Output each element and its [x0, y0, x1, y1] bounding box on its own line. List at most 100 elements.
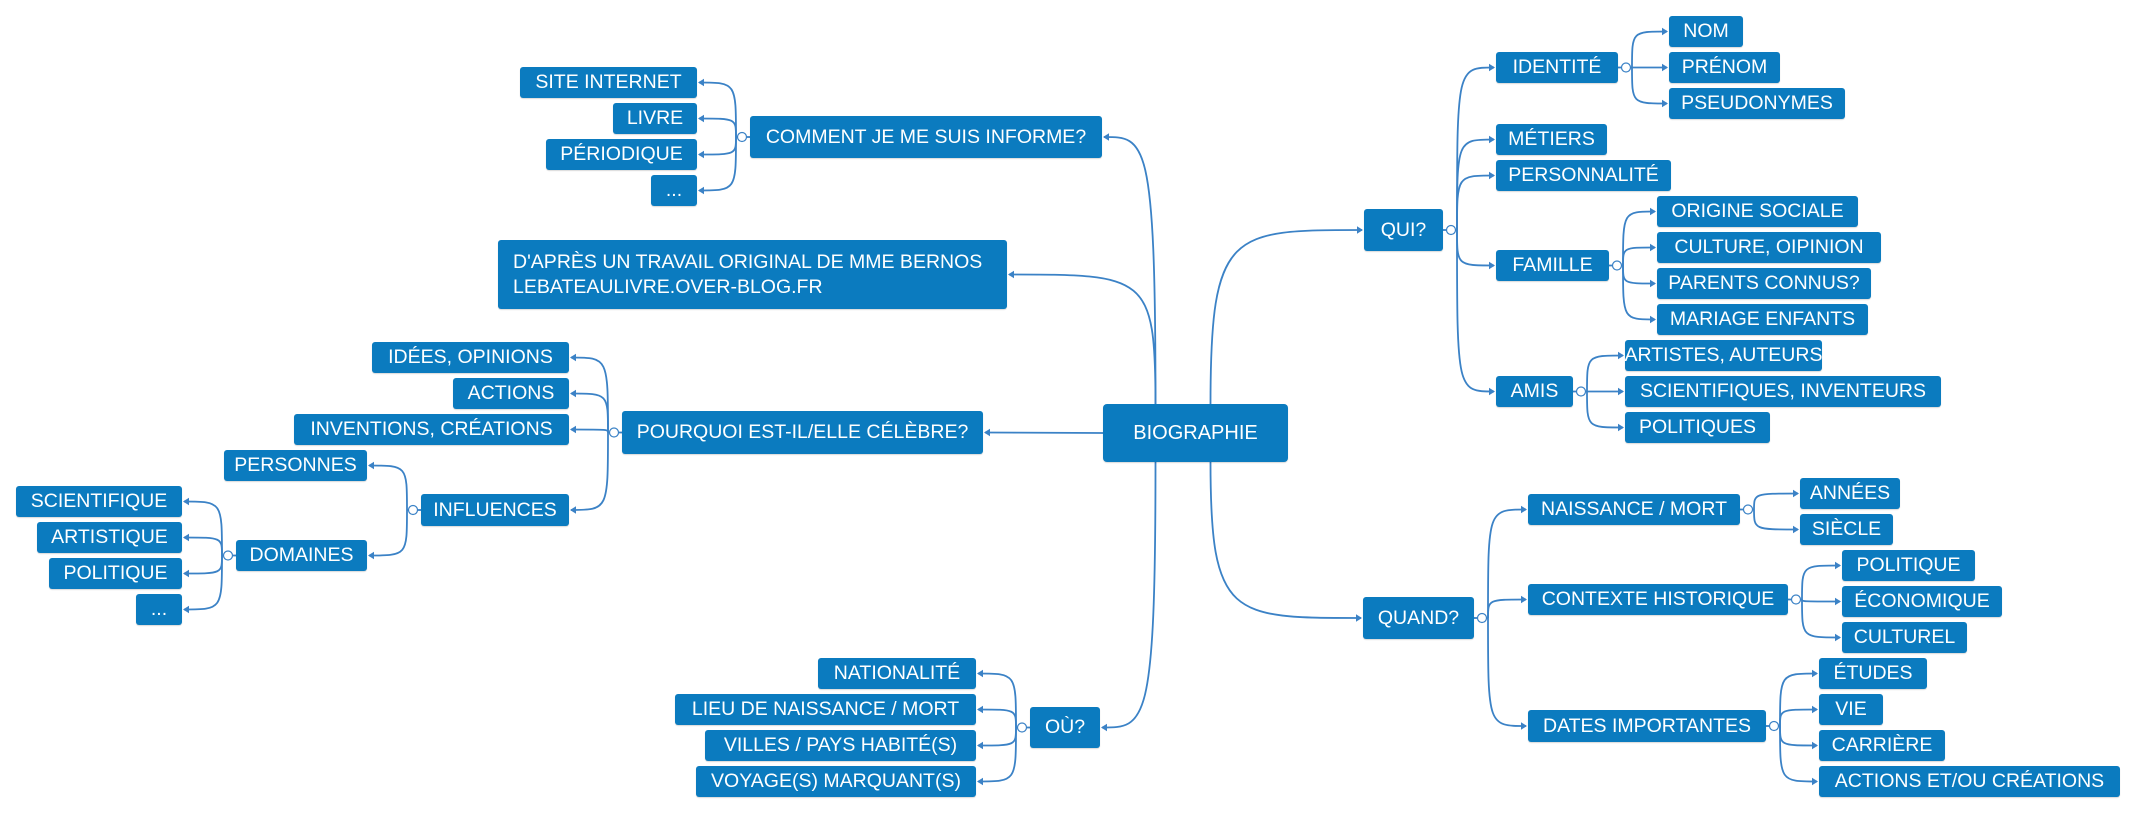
subtopic-villes-pays[interactable]: VILLES / PAYS HABITÉ(S)	[705, 730, 976, 761]
arrow-head	[183, 497, 189, 506]
subtopic-domaines[interactable]: DOMAINES	[236, 540, 367, 571]
subtopic-periodique[interactable]: PÉRIODIQUE	[546, 139, 697, 170]
topic-qui[interactable]: QUI?	[1364, 209, 1443, 251]
arrow-head	[183, 569, 189, 578]
collapse-toggle-icon[interactable]	[608, 427, 620, 438]
collapse-toggle-icon[interactable]	[1575, 386, 1587, 397]
subtopic-artistique[interactable]: ARTISTIQUE	[37, 522, 182, 553]
connector-line	[1779, 672, 1818, 727]
arrow-head	[1812, 741, 1818, 750]
subtopic-contexte-economique[interactable]: ÉCONOMIQUE	[1842, 586, 2002, 617]
arrow-head	[1618, 387, 1624, 396]
subtopic-contexte-historique[interactable]: CONTEXTE HISTORIQUE	[1528, 584, 1788, 615]
arrow-head	[984, 428, 990, 437]
subtopic-metiers[interactable]: MÉTIERS	[1496, 124, 1607, 155]
subtopic-domaines-etc[interactable]: ...	[136, 594, 182, 625]
arrow-head	[1793, 525, 1799, 534]
subtopic-etudes[interactable]: ÉTUDES	[1819, 658, 1927, 689]
connector-line	[1622, 210, 1656, 266]
subtopic-politiques[interactable]: POLITIQUES	[1625, 412, 1770, 443]
subtopic-famille[interactable]: FAMILLE	[1496, 250, 1609, 281]
collapse-toggle-icon[interactable]	[1742, 504, 1754, 515]
connector-line	[698, 81, 737, 138]
connector-line	[183, 555, 223, 611]
connector-line	[1487, 508, 1527, 619]
connector-line	[183, 500, 223, 556]
connector-line	[1209, 461, 1362, 619]
root-topic[interactable]: BIOGRAPHIE	[1103, 404, 1288, 462]
arrow-head	[1521, 595, 1527, 604]
subtopic-annees[interactable]: ANNÉES	[1800, 478, 1900, 509]
collapse-toggle-icon[interactable]	[1611, 260, 1623, 271]
connector-line	[1631, 30, 1668, 68]
arrow-head	[570, 353, 576, 362]
arrow-head	[698, 150, 704, 159]
collapse-toggle-icon[interactable]	[222, 550, 234, 561]
subtopic-artistes-auteurs[interactable]: ARTISTES, AUTEURS	[1625, 340, 1822, 371]
subtopic-mariage-enfants[interactable]: MARIAGE ENFANTS	[1657, 304, 1868, 335]
subtopic-scientifiques-inventeurs[interactable]: SCIENTIFIQUES, INVENTEURS	[1625, 376, 1941, 407]
arrow-head	[977, 741, 983, 750]
connector-line	[570, 428, 609, 433]
arrow-head	[1650, 279, 1656, 288]
connector-line	[1801, 599, 1841, 639]
subtopic-actions[interactable]: ACTIONS	[453, 378, 569, 409]
collapse-toggle-icon[interactable]	[1790, 594, 1802, 605]
subtopic-nationalite[interactable]: NATIONALITÉ	[818, 658, 976, 689]
subtopic-origine-sociale[interactable]: ORIGINE SOCIALE	[1657, 196, 1858, 227]
connector-line	[1631, 67, 1668, 105]
connector-line	[1622, 265, 1656, 321]
subtopic-amis[interactable]: AMIS	[1496, 376, 1573, 407]
arrow-head	[1662, 63, 1668, 72]
subtopic-idees-opinions[interactable]: IDÉES, OPINIONS	[372, 342, 569, 373]
subtopic-livre[interactable]: LIVRE	[613, 103, 697, 134]
subtopic-siecle[interactable]: SIÈCLE	[1800, 514, 1893, 545]
collapse-toggle-icon[interactable]	[736, 131, 748, 143]
connector-line	[1487, 598, 1527, 619]
subtopic-scientifique[interactable]: SCIENTIFIQUE	[16, 486, 182, 517]
arrow-head	[1812, 777, 1818, 786]
subtopic-carriere[interactable]: CARRIÈRE	[1819, 730, 1945, 761]
subtopic-dates-importantes[interactable]: DATES IMPORTANTES	[1528, 710, 1766, 742]
subtopic-politique[interactable]: POLITIQUE	[49, 558, 182, 589]
arrow-head	[1356, 614, 1362, 622]
topic-comment[interactable]: COMMENT JE ME SUIS INFORME?	[750, 116, 1102, 158]
connector-line	[1456, 229, 1495, 267]
topic-pourquoi[interactable]: POURQUOI EST-IL/ELLE CÉLÈBRE?	[622, 411, 983, 454]
subtopic-parents-connus[interactable]: PARENTS CONNUS?	[1657, 268, 1871, 299]
subtopic-personnalite[interactable]: PERSONNALITÉ	[1496, 160, 1671, 191]
subtopic-actions-creations[interactable]: ACTIONS ET/OU CRÉATIONS	[1819, 766, 2120, 797]
collapse-toggle-icon[interactable]	[1768, 720, 1780, 732]
topic-quand[interactable]: QUAND?	[1363, 597, 1474, 639]
collapse-toggle-icon[interactable]	[1016, 722, 1028, 733]
subtopic-lieu-naissance-mort[interactable]: LIEU DE NAISSANCE / MORT	[675, 694, 976, 725]
subtopic-culture-opinion[interactable]: CULTURE, OIPINION	[1657, 232, 1881, 263]
subtopic-etc[interactable]: ...	[651, 175, 697, 206]
connector-line	[1008, 273, 1157, 405]
connector-line	[183, 536, 223, 556]
connector-line	[570, 356, 609, 433]
subtopic-inventions-creations[interactable]: INVENTIONS, CRÉATIONS	[294, 414, 569, 445]
collapse-toggle-icon[interactable]	[1445, 224, 1457, 236]
subtopic-identite[interactable]: IDENTITÉ	[1496, 52, 1618, 83]
collapse-toggle-icon[interactable]	[1476, 612, 1488, 624]
subtopic-contexte-politique[interactable]: POLITIQUE	[1842, 550, 1975, 581]
subtopic-naissance-mort[interactable]: NAISSANCE / MORT	[1528, 494, 1740, 525]
subtopic-pseudonymes[interactable]: PSEUDONYMES	[1669, 88, 1845, 119]
subtopic-site-internet[interactable]: SITE INTERNET	[520, 67, 697, 98]
arrow-head	[1650, 207, 1656, 216]
collapse-toggle-icon[interactable]	[1620, 62, 1632, 73]
subtopic-contexte-culturel[interactable]: CULTUREL	[1842, 622, 1967, 653]
floating-note[interactable]: D'APRÈS UN TRAVAIL ORIGINAL DE MME BERNO…	[498, 240, 1007, 309]
connector-line	[1779, 725, 1818, 747]
connector-line	[1586, 354, 1624, 392]
subtopic-influences[interactable]: INFLUENCES	[421, 494, 569, 526]
subtopic-prenom[interactable]: PRÉNOM	[1669, 52, 1780, 83]
topic-ou[interactable]: OÙ?	[1030, 707, 1100, 748]
collapse-toggle-icon[interactable]	[407, 504, 419, 516]
arrow-head	[570, 389, 576, 398]
subtopic-vie[interactable]: VIE	[1819, 694, 1883, 725]
subtopic-nom[interactable]: NOM	[1669, 16, 1743, 47]
subtopic-personnes[interactable]: PERSONNES	[224, 450, 367, 481]
subtopic-voyages[interactable]: VOYAGE(S) MARQUANT(S)	[696, 766, 976, 797]
